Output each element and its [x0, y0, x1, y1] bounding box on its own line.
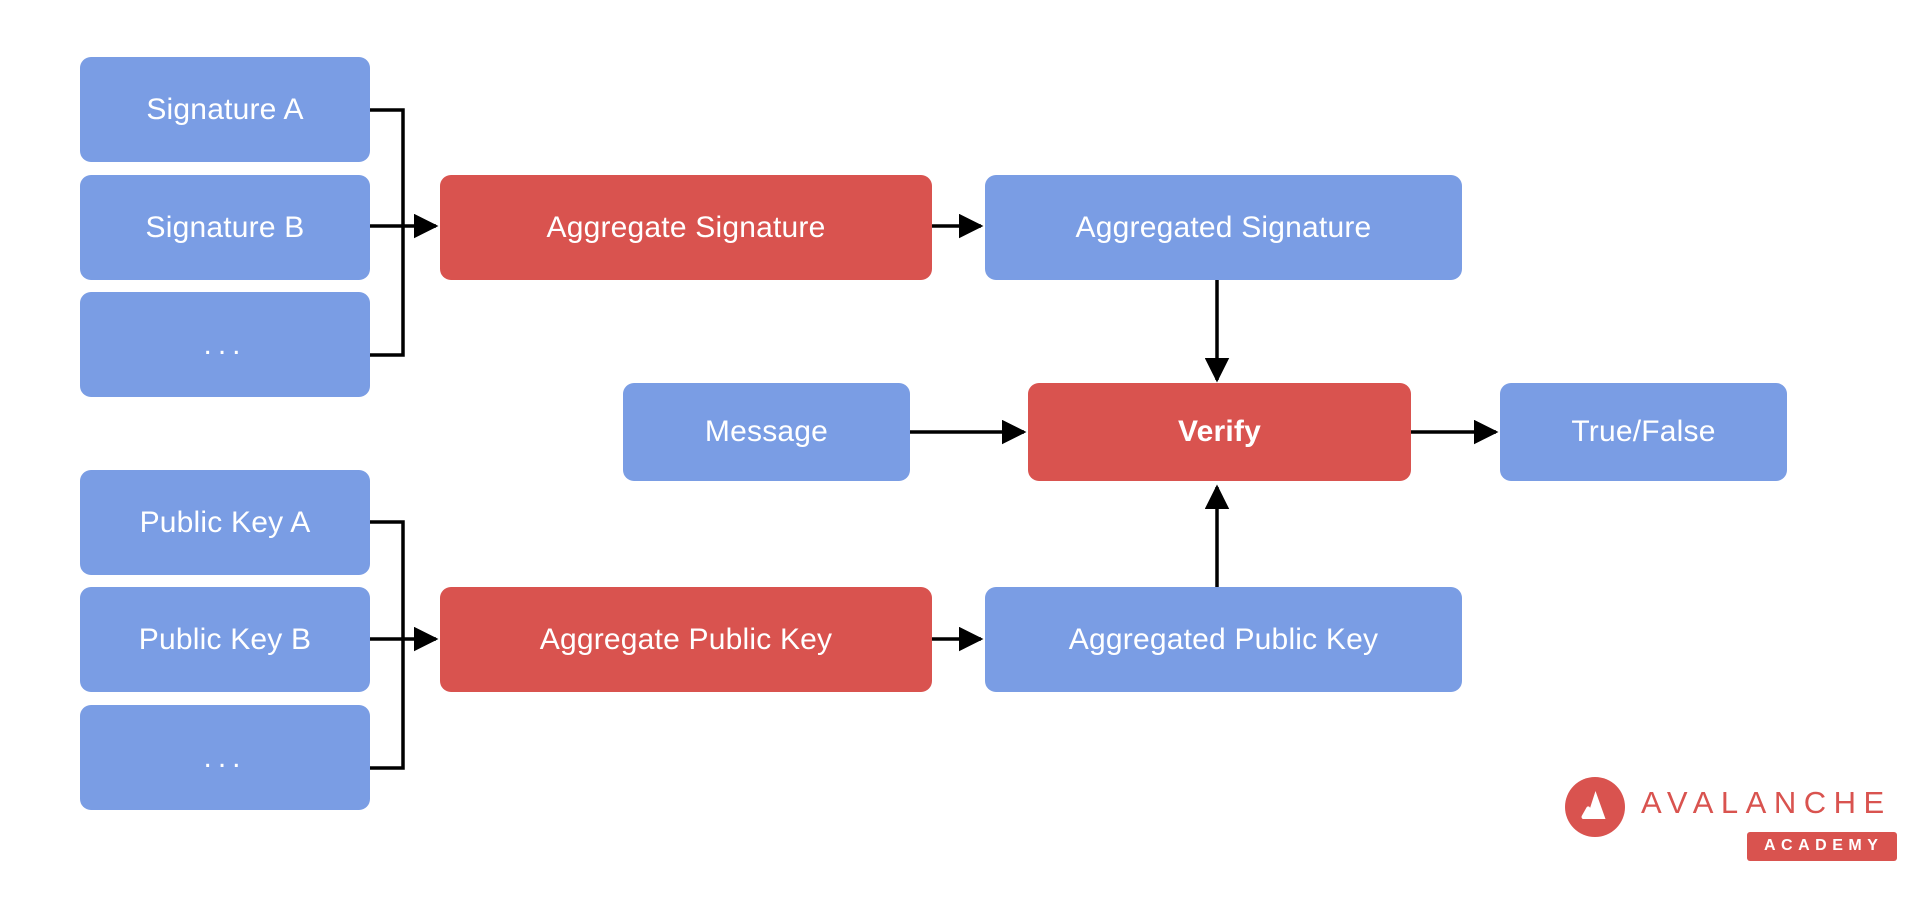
node-label: Aggregate Signature: [546, 210, 826, 244]
node-signature-a[interactable]: Signature A: [80, 57, 370, 162]
node-label: Public Key A: [139, 505, 311, 539]
node-label: Message: [704, 415, 829, 448]
node-label: Public Key B: [138, 622, 312, 656]
node-label: Aggregated Signature: [1075, 210, 1372, 244]
node-label: ...: [203, 740, 247, 774]
node-label: Signature A: [146, 92, 304, 126]
node-label: ...: [203, 327, 247, 361]
node-true-false[interactable]: True/False: [1500, 383, 1787, 481]
node-signature-b[interactable]: Signature B: [80, 175, 370, 280]
node-aggregated-signature[interactable]: Aggregated Signature: [985, 175, 1462, 280]
node-message[interactable]: Message: [623, 383, 910, 481]
node-verify[interactable]: Verify: [1028, 383, 1411, 481]
node-label: Verify: [1178, 415, 1261, 448]
node-label: True/False: [1571, 415, 1716, 448]
avalanche-academy-logo: AVALANCHE ACADEMY: [1565, 775, 1898, 870]
edge-signature-a: [370, 108, 405, 226]
node-aggregate-public-key[interactable]: Aggregate Public Key: [440, 587, 932, 692]
edge-signature-more: [370, 226, 405, 357]
node-label: Aggregate Public Key: [539, 622, 833, 656]
node-aggregate-signature[interactable]: Aggregate Signature: [440, 175, 932, 280]
node-label: Signature B: [145, 210, 305, 244]
academy-badge: ACADEMY: [1747, 832, 1898, 861]
node-public-key-b[interactable]: Public Key B: [80, 587, 370, 692]
edge-public-key-more: [370, 639, 405, 770]
node-public-key-more[interactable]: ...: [80, 705, 370, 810]
node-signature-more[interactable]: ...: [80, 292, 370, 397]
node-public-key-a[interactable]: Public Key A: [80, 470, 370, 575]
node-label: Aggregated Public Key: [1068, 622, 1379, 656]
avalanche-wordmark: AVALANCHE: [1641, 785, 1892, 820]
avalanche-triangle-mark-icon: [1565, 777, 1625, 837]
node-aggregated-public-key[interactable]: Aggregated Public Key: [985, 587, 1462, 692]
edge-public-key-a: [370, 520, 405, 639]
academy-badge-label: ACADEMY: [1764, 837, 1884, 854]
